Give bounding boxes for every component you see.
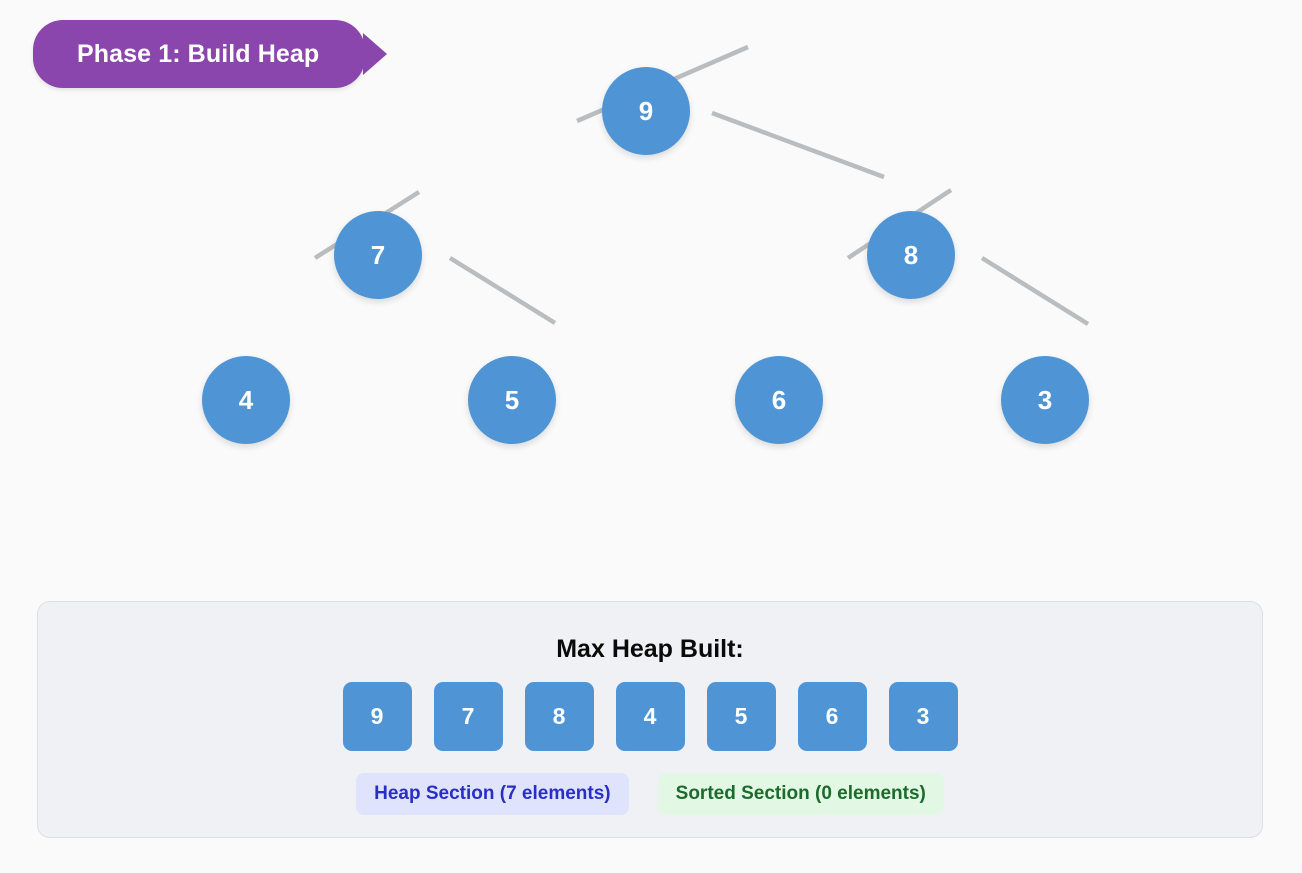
binary-tree: 9 7 8 4 5 6 3 xyxy=(202,44,1090,444)
array-cell[interactable]: 9 xyxy=(342,682,412,751)
legend-sorted: Sorted Section (0 elements) xyxy=(657,773,944,815)
array-cell[interactable]: 5 xyxy=(706,682,776,751)
tree-node[interactable]: 5 xyxy=(468,356,556,444)
array-panel-title: Max Heap Built: xyxy=(556,635,744,663)
legend-row: Heap Section (7 elements) Sorted Section … xyxy=(38,773,1262,815)
phase-arrow-icon xyxy=(363,33,388,75)
legend-heap: Heap Section (7 elements) xyxy=(356,773,629,815)
tree-edge xyxy=(980,256,1090,326)
tree-node[interactable]: 8 xyxy=(867,211,955,299)
phase-badge-label: Phase 1: Build Heap xyxy=(77,39,320,68)
array-cell[interactable]: 7 xyxy=(433,682,503,751)
tree-node[interactable]: 7 xyxy=(334,211,422,299)
array-cell[interactable]: 3 xyxy=(888,682,958,751)
array-cell[interactable]: 4 xyxy=(615,682,685,751)
phase-badge-body: Phase 1: Build Heap xyxy=(33,20,366,88)
array-cell[interactable]: 6 xyxy=(797,682,867,751)
tree-node[interactable]: 9 xyxy=(602,67,690,155)
tree-node[interactable]: 4 xyxy=(202,356,290,444)
array-cell[interactable]: 8 xyxy=(524,682,594,751)
tree-edge xyxy=(711,110,885,180)
tree-edge xyxy=(448,256,557,325)
tree-node[interactable]: 3 xyxy=(1001,356,1089,444)
phase-badge: Phase 1: Build Heap xyxy=(33,20,388,88)
tree-node[interactable]: 6 xyxy=(735,356,823,444)
